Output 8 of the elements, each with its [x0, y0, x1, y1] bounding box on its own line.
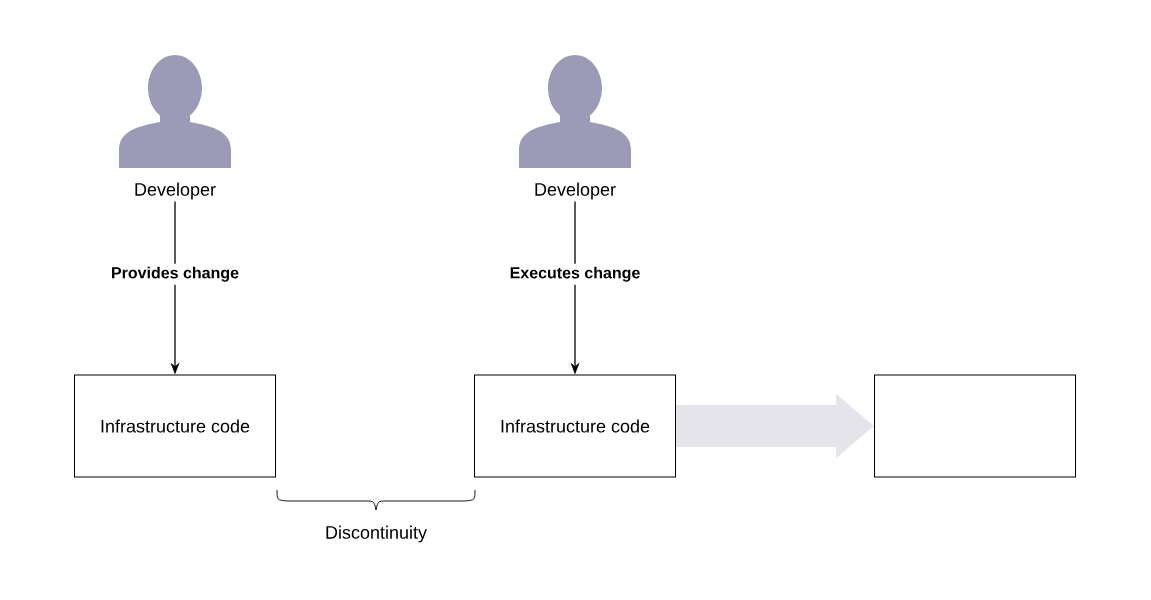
edge-label: Executes change [506, 263, 644, 285]
edge-label: Provides change [108, 263, 243, 285]
role-label: Developer [135, 182, 216, 200]
cloud-box [874, 374, 1076, 478]
process-box: Infrastructure code [74, 374, 276, 478]
process-box: Infrastructure code [474, 374, 676, 478]
role-label: Developer [535, 182, 616, 200]
brace-label: Discontinuity [326, 525, 427, 543]
